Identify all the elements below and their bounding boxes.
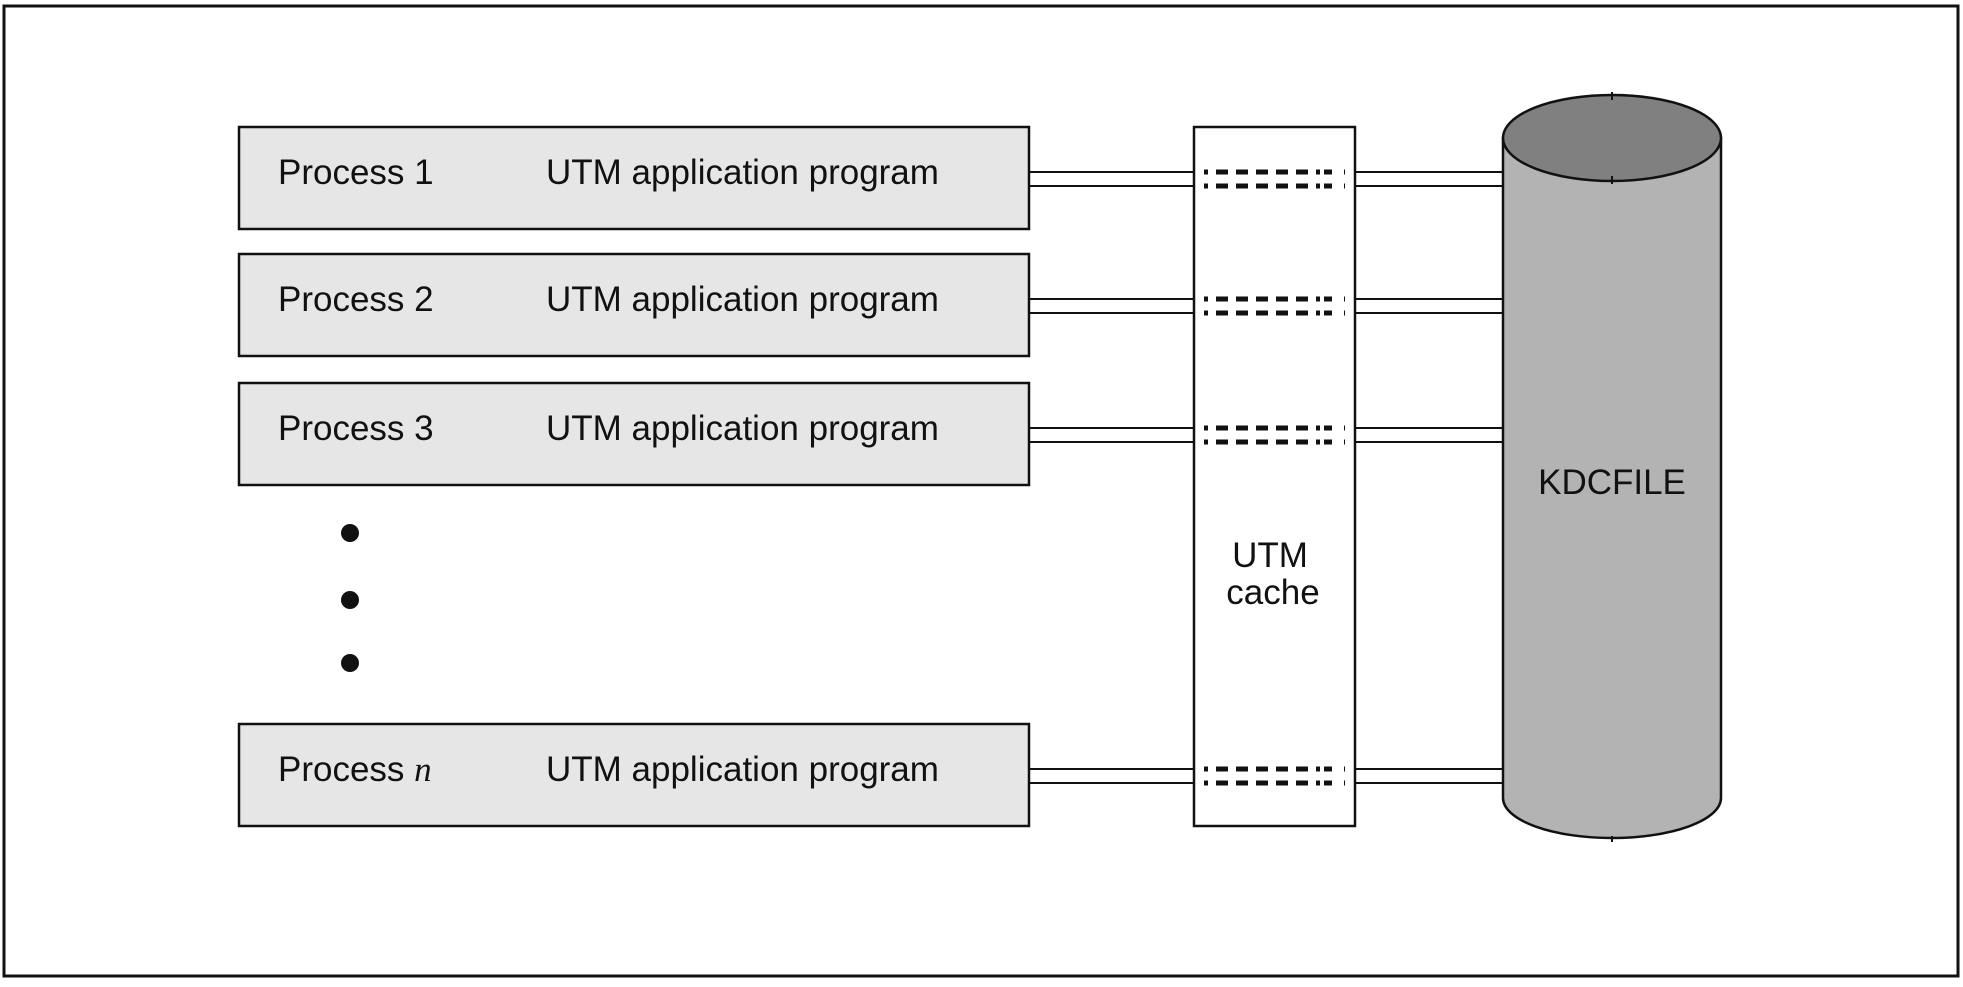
process-label-prefix: Process bbox=[278, 280, 414, 319]
program-label: UTM application program bbox=[546, 409, 939, 448]
ellipsis-dot bbox=[341, 654, 359, 672]
process-box bbox=[237, 252, 1031, 358]
process-row: Process 3 UTM application program bbox=[237, 381, 1503, 487]
cache-label-line1: UTM bbox=[1232, 536, 1308, 575]
process-label: Process 2 bbox=[278, 280, 434, 319]
process-label-index: 2 bbox=[414, 280, 433, 319]
kdcfile-label: KDCFILE bbox=[1538, 463, 1686, 502]
program-label: UTM application program bbox=[546, 750, 939, 789]
process-box bbox=[237, 125, 1031, 231]
process-label: Process 1 bbox=[278, 153, 434, 192]
process-label-index: n bbox=[414, 750, 432, 789]
process-row: Process n UTM application program bbox=[237, 722, 1503, 828]
utm-cache: UTM cache bbox=[1192, 125, 1357, 828]
process-label-index: 3 bbox=[414, 409, 433, 448]
kdcfile-cylinder: KDCFILE bbox=[1501, 92, 1723, 842]
process-label-prefix: Process bbox=[278, 409, 414, 448]
process-row: Process 2 UTM application program bbox=[237, 252, 1503, 358]
cylinder-top bbox=[1501, 93, 1723, 183]
process-row: Process 1 UTM application program bbox=[237, 125, 1503, 231]
process-box bbox=[237, 381, 1031, 487]
process-label-index: 1 bbox=[414, 153, 433, 192]
process-label-prefix: Process bbox=[278, 153, 414, 192]
cylinder-body bbox=[1501, 136, 1723, 840]
ellipsis-dots bbox=[341, 524, 359, 672]
process-box bbox=[237, 722, 1031, 828]
program-label: UTM application program bbox=[546, 280, 939, 319]
cache-box bbox=[1192, 125, 1357, 828]
ellipsis-dot bbox=[341, 524, 359, 542]
process-label-prefix: Process bbox=[278, 750, 414, 789]
process-label: Process n bbox=[278, 750, 432, 789]
ellipsis-dot bbox=[341, 591, 359, 609]
process-label: Process 3 bbox=[278, 409, 434, 448]
cache-label-line2: cache bbox=[1226, 573, 1319, 612]
program-label: UTM application program bbox=[546, 153, 939, 192]
